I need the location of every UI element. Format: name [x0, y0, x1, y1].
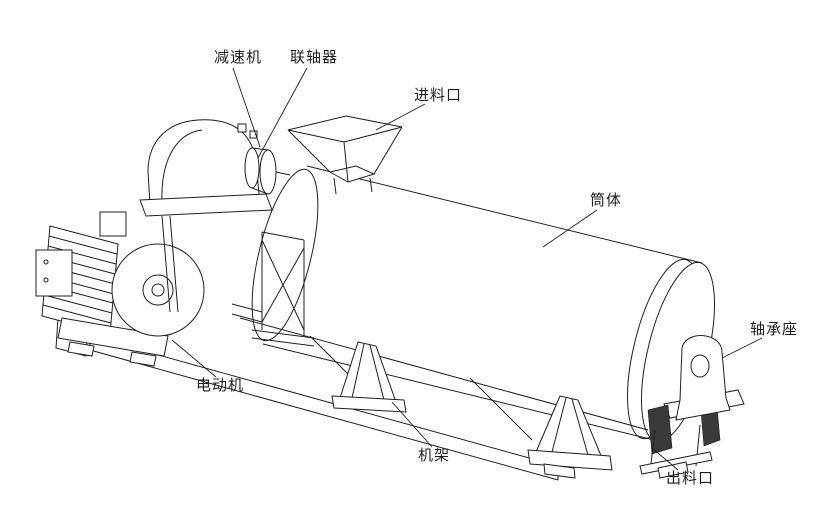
label-bearing-seat: 轴承座 [750, 321, 799, 338]
hopper-drawing [287, 115, 403, 195]
label-motor: 电动机 [196, 377, 245, 394]
label-outlet: 出料口 [666, 470, 715, 487]
leader-line-inlet [375, 103, 426, 131]
leader-line-reducer [232, 67, 261, 148]
leader-line-drum [542, 209, 598, 248]
gearbox-support-drawing [251, 231, 315, 347]
leader-line-bearing [721, 337, 763, 359]
label-coupling: 联轴器 [290, 49, 339, 66]
leader-line-outlet [651, 447, 679, 471]
reducer-drawing [139, 119, 273, 313]
drum-drawing [251, 165, 715, 443]
motor-terminal-box [35, 249, 73, 297]
outlet-chute-drawing [639, 424, 713, 479]
bearing-seat-drawing [647, 335, 745, 455]
motor-drawing [35, 211, 205, 367]
label-drum: 筒体 [590, 192, 623, 209]
label-inlet: 进料口 [414, 87, 463, 104]
label-reducer: 减速机 [214, 49, 263, 66]
outlet-opening-left [647, 404, 673, 455]
leader-line-coupling [257, 67, 308, 159]
leader-lines [171, 67, 763, 471]
label-frame: 机架 [418, 447, 451, 464]
shaft-end [690, 354, 710, 378]
motor-lifting-box [99, 211, 127, 237]
leader-line-motor [171, 339, 217, 378]
leader-line-frame [391, 401, 433, 448]
motor-base [57, 317, 169, 357]
coupling-drawing [244, 147, 291, 195]
